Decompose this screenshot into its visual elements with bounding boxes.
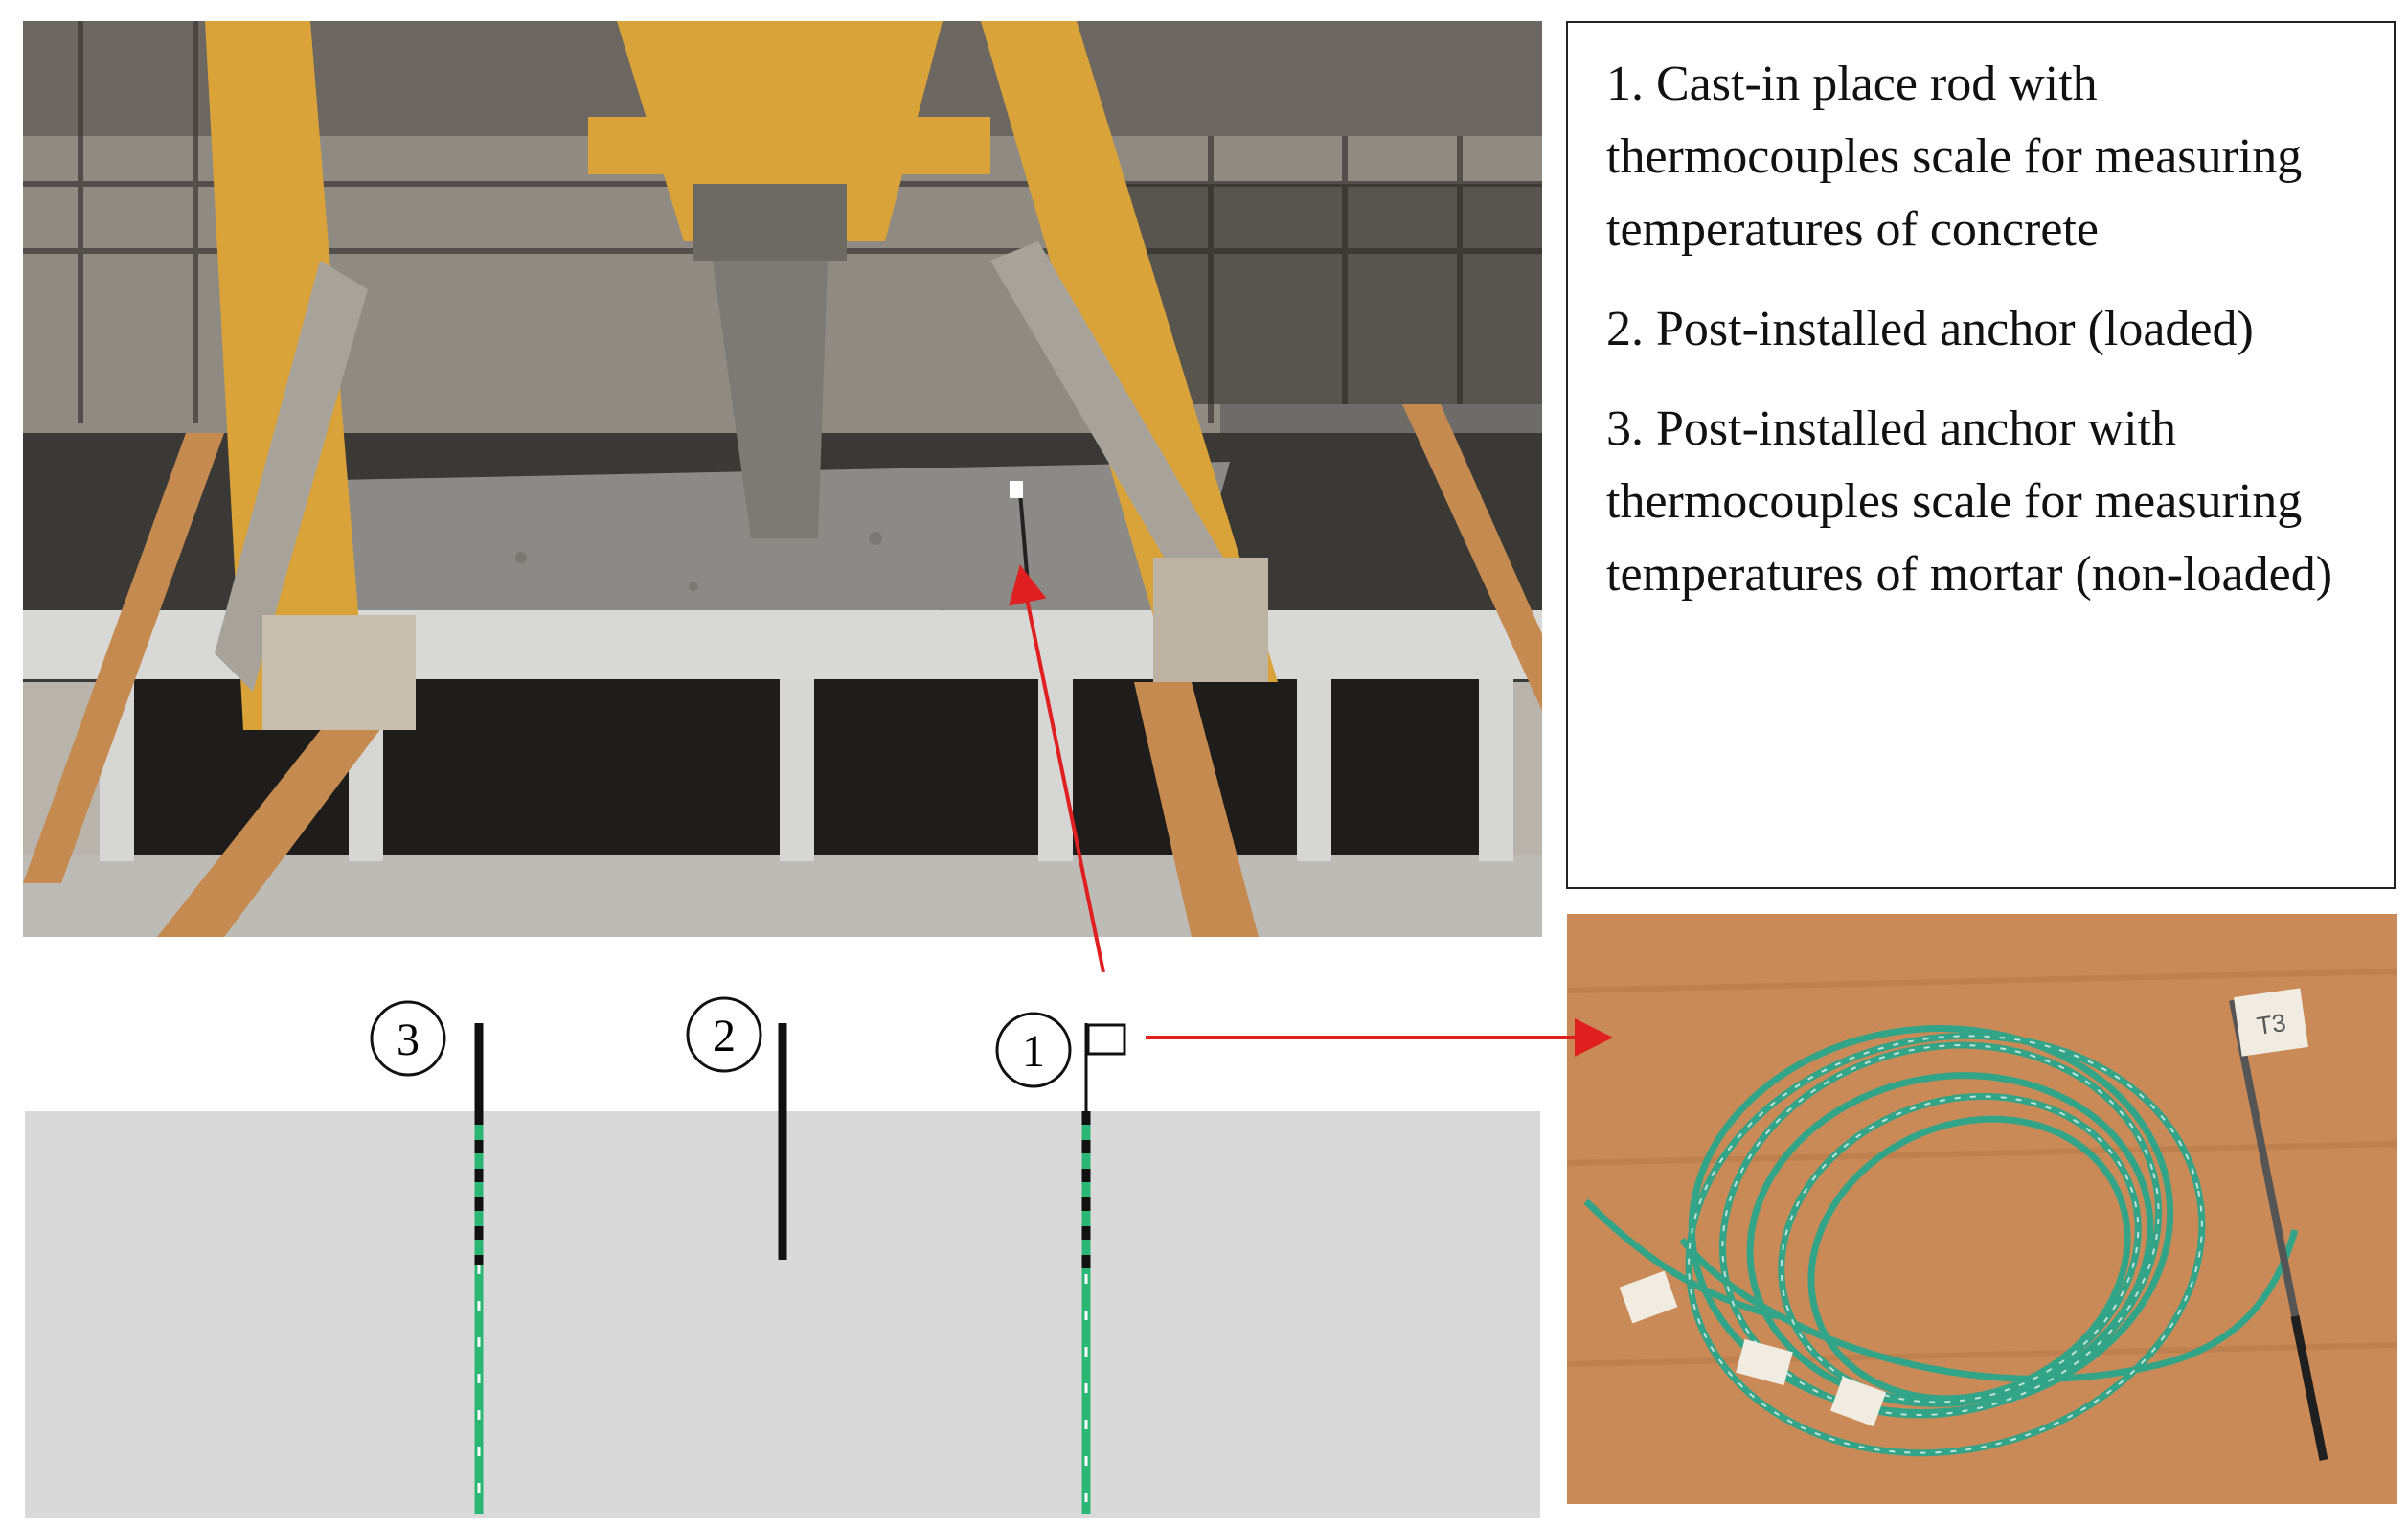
rod-tag-label: T3	[2255, 1008, 2287, 1040]
legend-item-loaded-anchor: 2. Post-installed anchor (loaded)	[1606, 302, 2254, 356]
marker-1: 1	[995, 1012, 1072, 1088]
legend-item-non-loaded-anchor: 3. Post-installed anchor with thermocoup…	[1606, 401, 2333, 602]
legend-box: 1. Cast-in place rod with thermocouples …	[1566, 21, 2396, 889]
concrete-pour-photo	[23, 21, 1542, 937]
marker-3: 3	[370, 1000, 446, 1077]
marker-2-label: 2	[713, 1011, 736, 1061]
thermocouple-cable-photo: T3	[1567, 914, 2397, 1504]
marker-2: 2	[686, 996, 762, 1073]
marker-3-label: 3	[397, 1015, 420, 1065]
legend-item-cast-in-rod: 1. Cast-in place rod with thermocouples …	[1606, 57, 2303, 257]
marker-1-label: 1	[1022, 1026, 1045, 1077]
anchor-schematic: 3 2 1	[25, 987, 1544, 1518]
cast-in-rod-with-thermocouples	[1081, 1023, 1126, 1514]
